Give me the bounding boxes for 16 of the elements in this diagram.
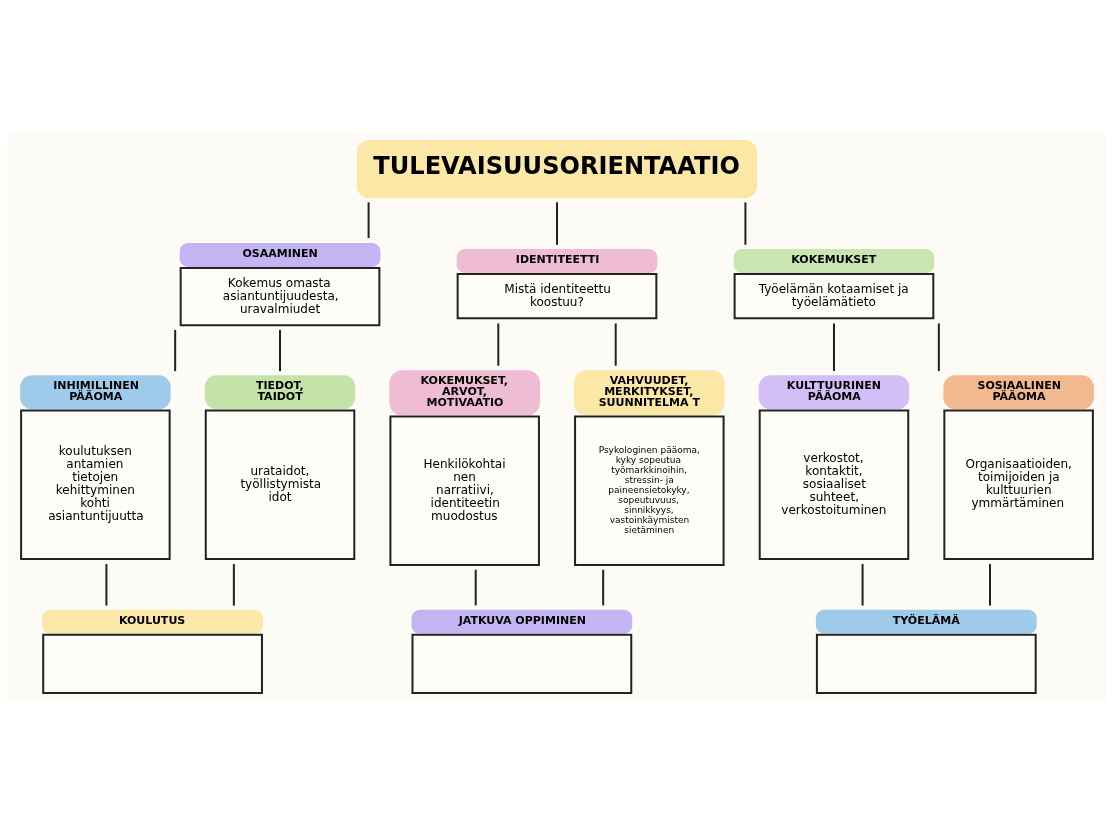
connector	[174, 329, 177, 372]
connector	[614, 323, 617, 366]
connector	[279, 329, 282, 372]
connector	[744, 202, 747, 245]
connector	[937, 323, 940, 371]
connector	[367, 202, 370, 239]
connector	[474, 569, 477, 606]
connector	[105, 564, 108, 606]
connector	[232, 564, 235, 606]
connector	[832, 323, 835, 371]
node-box: TULEVAISUUSORIENTAATIO	[356, 140, 758, 199]
connector	[556, 202, 558, 245]
connector	[497, 323, 500, 366]
connector	[989, 564, 992, 606]
connector	[602, 569, 605, 606]
connector	[861, 564, 864, 606]
